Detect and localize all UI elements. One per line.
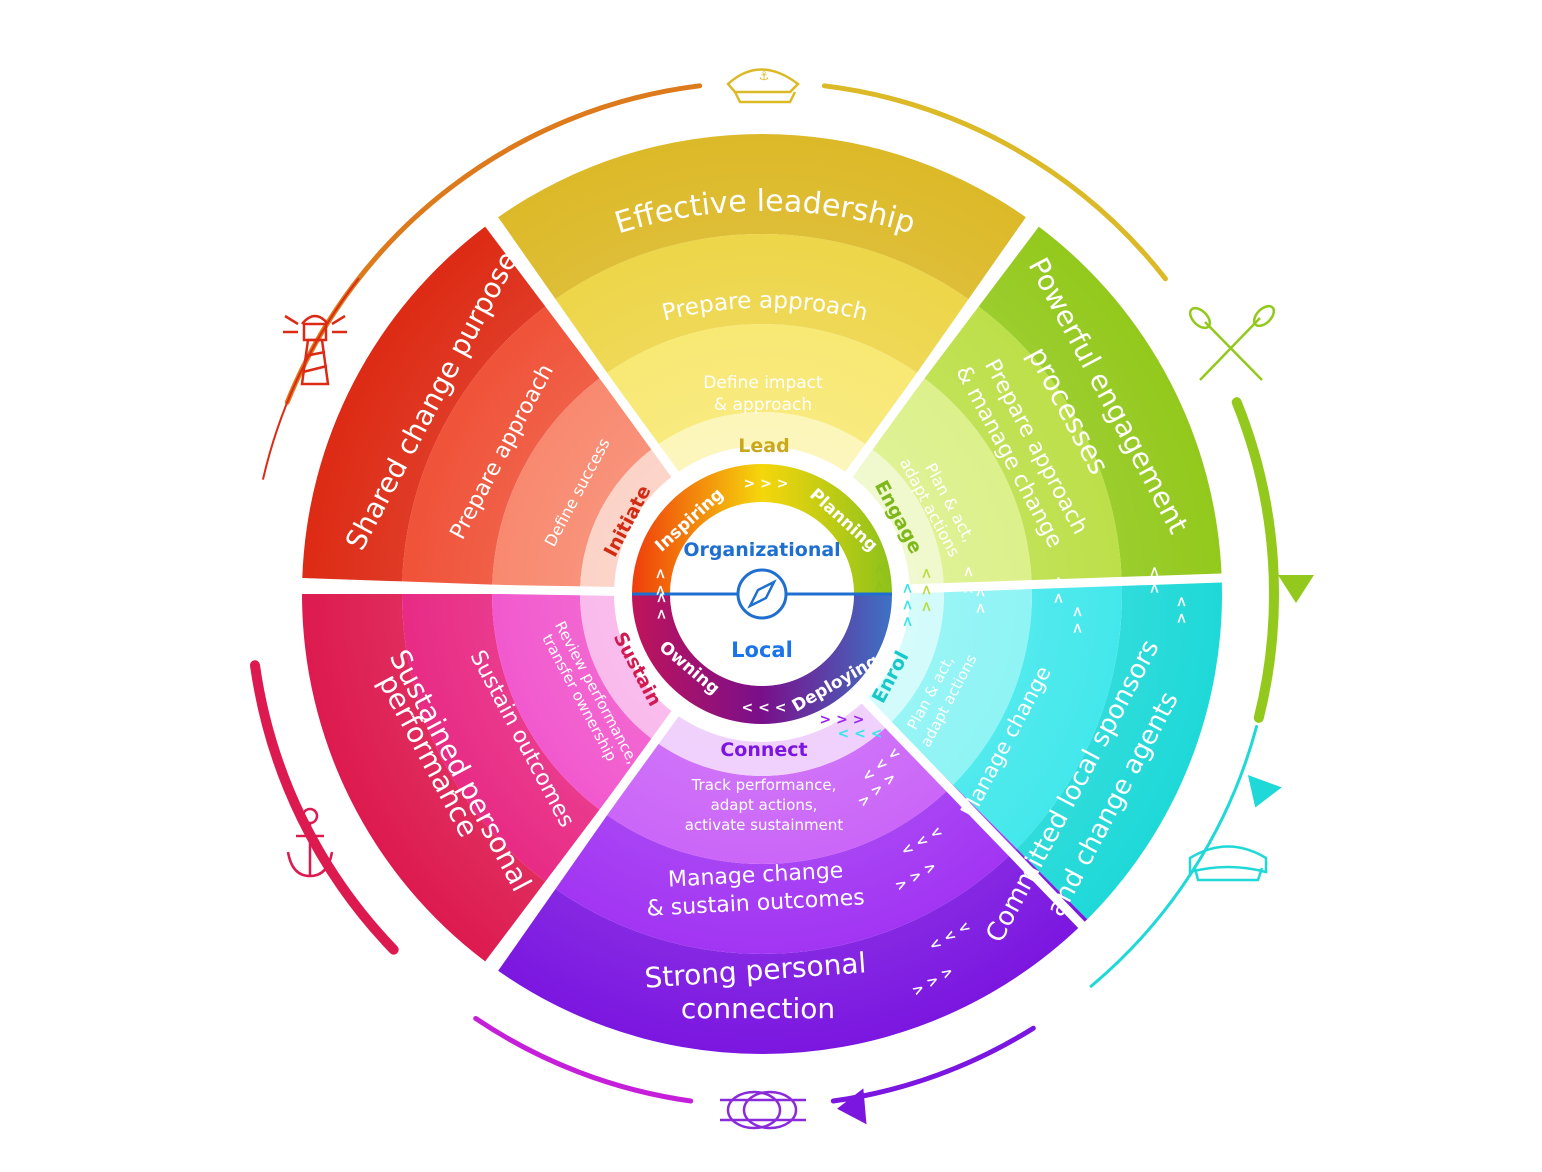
chevron-mark-10: < < < <box>742 700 787 716</box>
compass-icon <box>736 568 788 620</box>
chevron-mark-2: < < < <box>918 568 934 613</box>
chevron-mark-20: < < <box>653 592 669 620</box>
chevron-mark-4: < < <box>960 566 976 594</box>
leadership-inner-line2: & approach <box>714 395 812 415</box>
organizational-ring <box>632 464 892 594</box>
crossed-oars-icon <box>1188 304 1276 381</box>
local-ring <box>632 594 892 724</box>
connection-inner-line3: activate sustainment <box>685 816 844 834</box>
ring-arc-left-upper <box>262 277 360 480</box>
chevron-mark-3: > > > <box>900 583 916 628</box>
chevron-mark-11: > > > <box>820 712 865 728</box>
connect-label: Connect <box>720 739 807 761</box>
connection-outer-line2: connection <box>681 992 835 1025</box>
ring-arrowhead-0 <box>1278 575 1314 603</box>
compass-needle <box>747 579 777 609</box>
connection-inner-line1: Track performance, <box>691 776 837 794</box>
chevron-mark-7: > > <box>1070 606 1086 634</box>
connection-inner-line2: adapt actions, <box>711 796 818 814</box>
organizational-label: Organizational <box>683 539 840 561</box>
local-label: Local <box>731 638 793 662</box>
lead-label: Lead <box>738 435 789 457</box>
ring-arrowhead-1 <box>1247 775 1282 808</box>
leadership-inner-line1: Define impact <box>703 373 823 393</box>
chevron-mark-9: > > <box>1174 596 1190 624</box>
chevron-mark-5: > > <box>973 586 989 614</box>
ring-arc-left <box>249 660 399 955</box>
ring-arc-right-upper <box>1231 397 1279 723</box>
chevron-mark-12: < < < <box>838 726 883 742</box>
ring-arc-bottom-left <box>473 1015 694 1104</box>
chevron-mark-8: < < <box>1146 566 1162 594</box>
svg-text:⚓: ⚓ <box>759 69 770 83</box>
sailor-hat-icon <box>1188 845 1268 882</box>
ring-arrowhead-2 <box>837 1088 867 1125</box>
ring-arc-right-lower <box>1089 725 1259 988</box>
chevron-mark-19: < < <box>652 568 668 596</box>
knot-icon <box>720 1090 806 1130</box>
captain-hat-icon: ⚓ <box>726 68 800 104</box>
chevron-mark-6: < < <box>1050 576 1066 604</box>
ring-arc-top-right <box>821 83 1168 282</box>
anchor-icon <box>286 807 334 878</box>
chevron-mark-1: < < <box>871 564 887 592</box>
lighthouse-icon <box>283 314 347 386</box>
chevron-mark-0: > > > <box>744 476 789 492</box>
